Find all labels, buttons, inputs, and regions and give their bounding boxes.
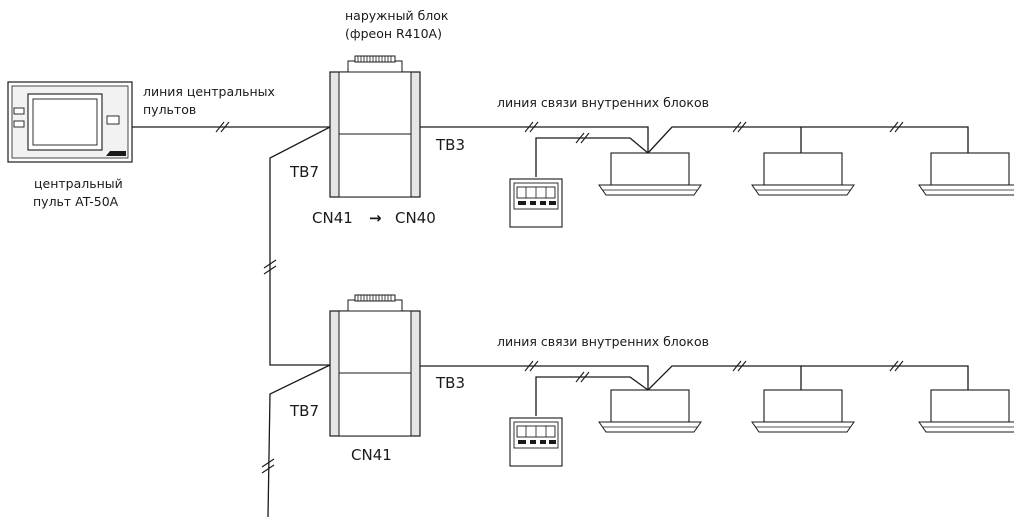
connector-arrow-icon: → [369, 209, 382, 227]
outdoor-unit-icon [329, 294, 421, 437]
connector-label-2: CN41 [351, 446, 392, 464]
tb3-label-1: TB3 [435, 136, 465, 154]
central-line-label-1: линия центральных [143, 84, 275, 99]
central-bus-line [261, 126, 331, 517]
indoor-line-label-1: линия связи внутренних блоков [497, 95, 709, 110]
tb7-label-2: TB7 [289, 402, 319, 420]
central-controller-caption-1: центральный [34, 176, 123, 191]
cassette-indoor-unit-icon [598, 389, 702, 433]
indoor-transmission-line-2 [420, 360, 969, 416]
tb7-label-1: TB7 [289, 163, 319, 181]
central-line-break-mark [215, 121, 230, 133]
central-controller-icon [7, 81, 133, 163]
outdoor-unit-caption-2: (фреон R410A) [345, 26, 442, 41]
indoor-transmission-line-1 [420, 121, 969, 177]
cassette-indoor-unit-icon [751, 152, 855, 196]
connector-to-label: CN40 [395, 209, 436, 227]
cassette-indoor-unit-icon [918, 152, 1014, 196]
connector-from-label: CN41 [312, 209, 353, 227]
outdoor-unit-caption-1: наружный блок [345, 8, 449, 23]
cassette-indoor-unit-icon [918, 389, 1014, 433]
central-line-label-2: пультов [143, 102, 196, 117]
wired-remote-controller-icon [509, 178, 563, 228]
tb3-label-2: TB3 [435, 374, 465, 392]
wired-remote-controller-icon [509, 417, 563, 467]
cassette-indoor-unit-icon [598, 152, 702, 196]
indoor-line-label-2: линия связи внутренних блоков [497, 334, 709, 349]
cassette-indoor-unit-icon [751, 389, 855, 433]
outdoor-unit-icon [329, 55, 421, 198]
central-controller-caption-2: пульт AT-50A [33, 194, 119, 209]
